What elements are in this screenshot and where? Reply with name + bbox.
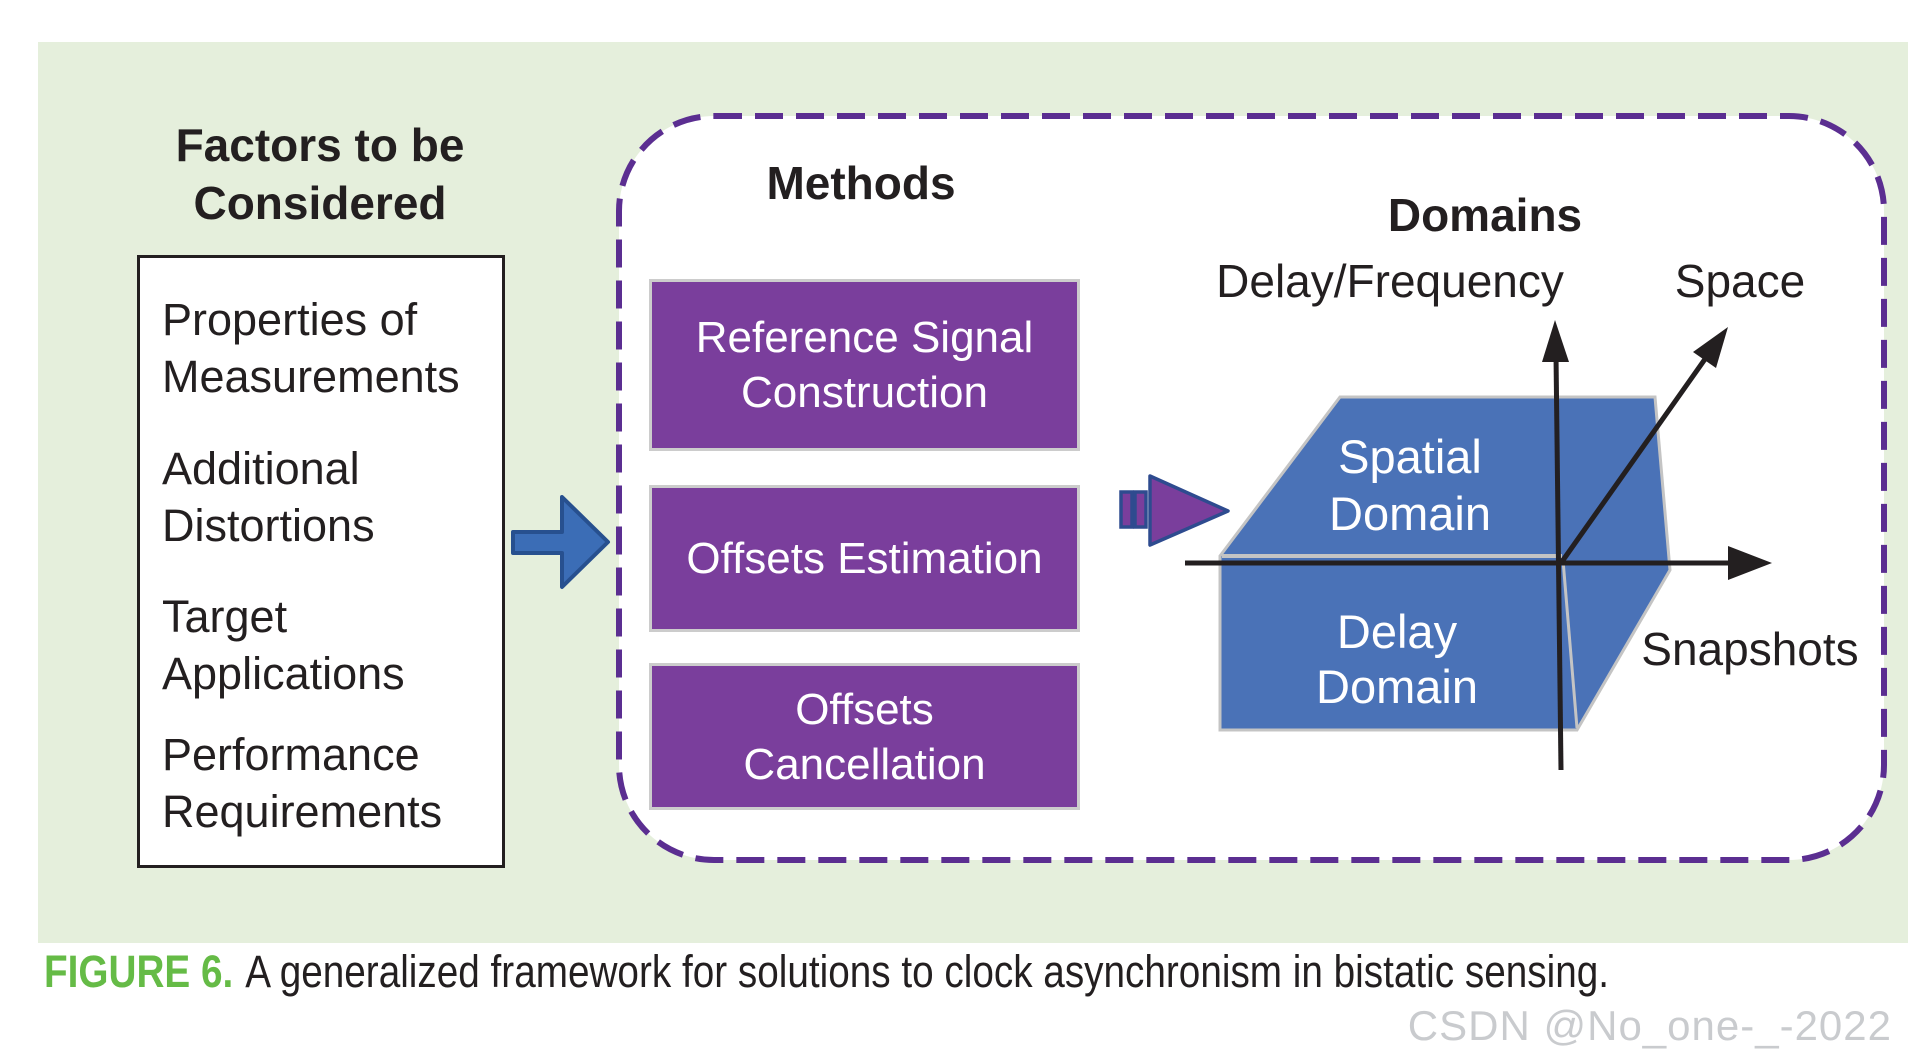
delay-frequency-axis-arrowhead-icon <box>1542 320 1569 362</box>
spatial-domain-label: Spatial Domain <box>1329 430 1491 540</box>
delay-frequency-axis <box>1553 354 1564 771</box>
factor-item: Additional Distortions <box>162 443 375 551</box>
delay-frequency-axis-label: Delay/Frequency <box>1216 255 1564 307</box>
figure-caption: FIGURE 6.A generalized framework for sol… <box>44 946 1609 998</box>
space-axis-arrowhead-icon <box>1693 327 1728 368</box>
snapshots-axis-arrowhead-icon <box>1728 546 1772 580</box>
factors-box: Properties of Measurements Additional Di… <box>137 255 505 868</box>
method-box-offsets-estimation: Offsets Estimation <box>649 485 1080 632</box>
space-axis <box>1558 350 1713 565</box>
factors-title: Factors to be Considered <box>175 119 465 229</box>
factor-item: Performance Requirements <box>162 729 443 837</box>
method-box-offsets-cancellation: Offsets Cancellation <box>649 663 1080 810</box>
domains-3d-axes-diagram <box>1185 320 1772 771</box>
space-axis-label: Space <box>1674 255 1806 307</box>
factor-item: Properties of Measurements <box>162 294 460 402</box>
striped-right-arrow-icon <box>1119 474 1230 547</box>
right-arrow-icon <box>511 495 610 589</box>
watermark: CSDN @No_one-_-2022 <box>1407 1002 1892 1049</box>
method-box-reference-signal-construction: Reference Signal Construction <box>649 279 1080 451</box>
snapshots-axis-label: Snapshots <box>1641 623 1859 675</box>
delay-domain-label: Delay Domain <box>1316 605 1478 713</box>
figure-caption-text: A generalized framework for solutions to… <box>245 946 1610 997</box>
figure-caption-number: FIGURE 6. <box>44 946 234 997</box>
factor-item: Target Applications <box>162 591 405 699</box>
methods-title: Methods <box>766 157 956 209</box>
domains-title: Domains <box>1387 189 1583 241</box>
